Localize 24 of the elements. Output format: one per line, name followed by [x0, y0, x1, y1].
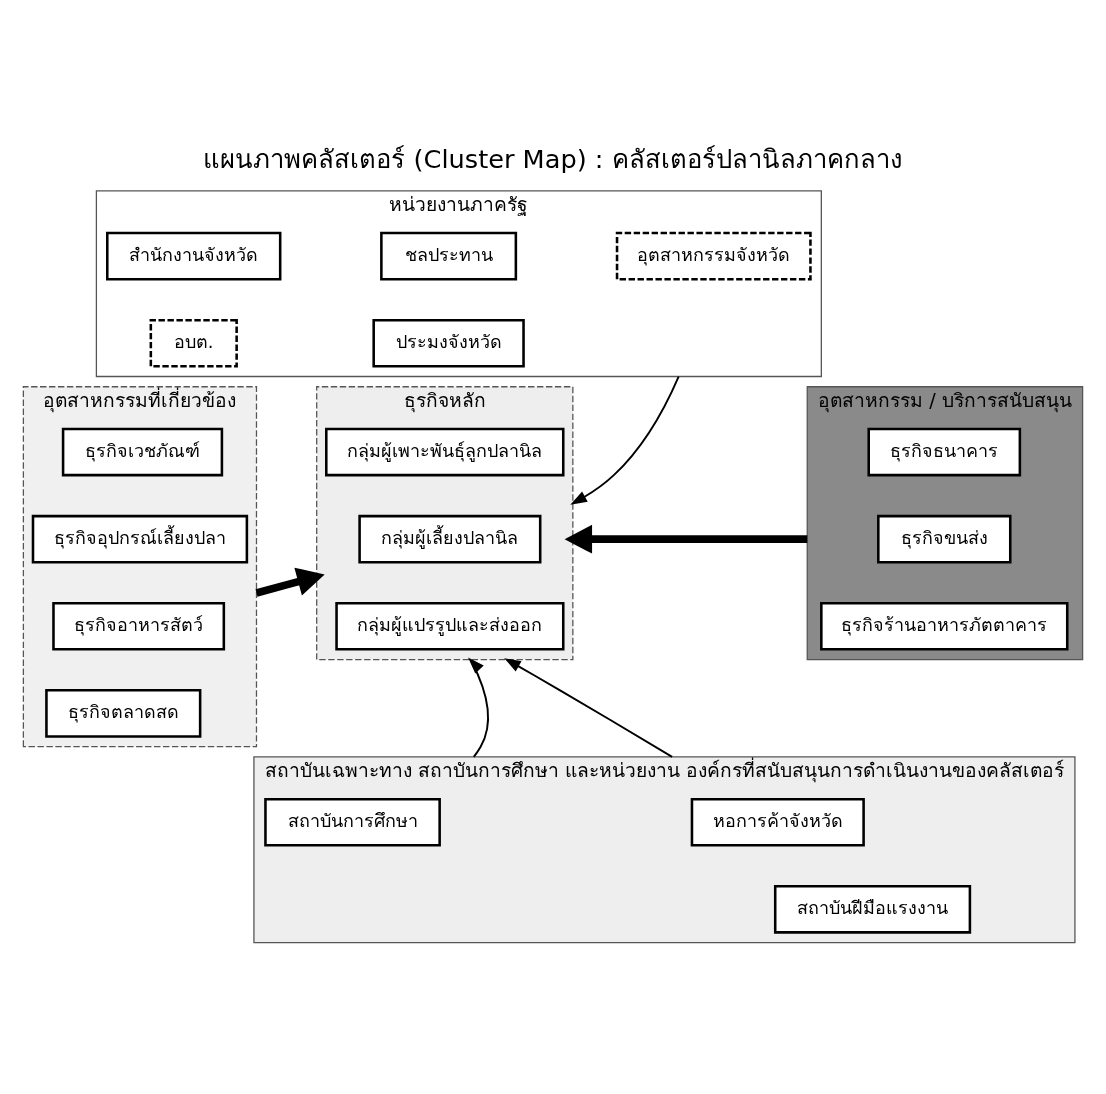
arrow	[255, 567, 325, 597]
node-box: สำนักงานจังหวัด	[106, 231, 282, 280]
node-box: อุตสาหกรรมจังหวัด	[615, 231, 812, 280]
node-box: ธุรกิจเวชภัณฑ์	[61, 427, 224, 476]
diagram-title: แผนภาพคลัสเตอร์ (Cluster Map) : คลัสเตอร์ปลานิลภาคกลาง	[203, 143, 903, 174]
node-box: กลุ่มผู้เพาะพันธุ์ลูกปลานิล	[325, 427, 565, 476]
arrow	[564, 524, 808, 554]
node-box: กลุ่มผู้เลี้ยงปลานิล	[358, 514, 542, 563]
node-box: ธุรกิจอุปกรณ์เลี้ยงปลา	[31, 514, 249, 563]
node-box: ธุรกิจขนส่ง	[877, 514, 1012, 563]
node-box: สถาบันการศึกษา	[264, 797, 441, 847]
node-box: ธุรกิจร้านอาหารภัตตาคาร	[820, 601, 1069, 651]
node-box: อบต.	[149, 318, 238, 368]
node-box: หอการค้าจังหวัด	[690, 797, 865, 847]
arrow	[570, 375, 680, 505]
arrow	[504, 657, 674, 758]
arrow	[468, 656, 489, 758]
node-box: กลุ่มผู้แปรรูปและส่งออก	[335, 601, 565, 651]
node-box: ประมงจังหวัด	[372, 318, 525, 368]
node-box: สถาบันฝีมือแรงงาน	[773, 884, 972, 934]
node-box: ธุรกิจตลาดสด	[45, 688, 202, 738]
node-box: ชลประทาน	[380, 231, 518, 280]
node-box: ธุรกิจธนาคาร	[867, 427, 1022, 476]
node-box: ธุรกิจอาหารสัตว์	[52, 601, 226, 651]
